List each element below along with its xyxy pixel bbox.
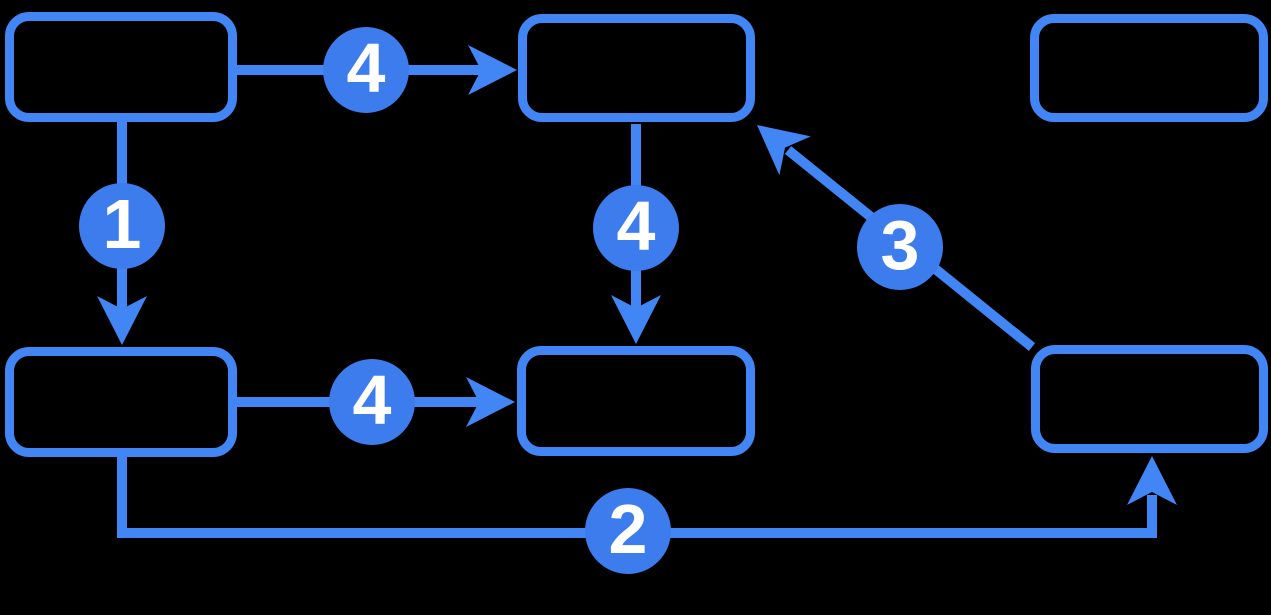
edge-badge-2: 2 xyxy=(585,488,671,574)
arrowhead-top-left-to-bottom-left xyxy=(97,296,147,345)
node-bottom-left xyxy=(5,347,237,457)
arrowhead-bottom-left-to-bottom-middle xyxy=(466,377,515,427)
node-top-right xyxy=(1030,14,1268,122)
edge-badge-3: 3 xyxy=(857,204,943,290)
edge-badge-4-bottom: 4 xyxy=(329,359,415,445)
arrowhead-top-middle-to-bottom-middle xyxy=(611,295,661,344)
arrowhead-bottom-left-to-bottom-right xyxy=(1127,456,1177,505)
node-bottom-right xyxy=(1031,345,1268,453)
node-bottom-middle xyxy=(517,346,755,456)
edge-badge-4-top: 4 xyxy=(323,27,409,113)
edge-badge-4-middle: 4 xyxy=(593,185,679,271)
edge-badge-1: 1 xyxy=(79,183,165,269)
arrowhead-top-left-to-top-middle xyxy=(468,45,517,95)
node-top-left xyxy=(5,12,237,122)
arrowhead-bottom-right-to-top-middle xyxy=(757,125,811,176)
node-top-middle xyxy=(518,14,755,122)
